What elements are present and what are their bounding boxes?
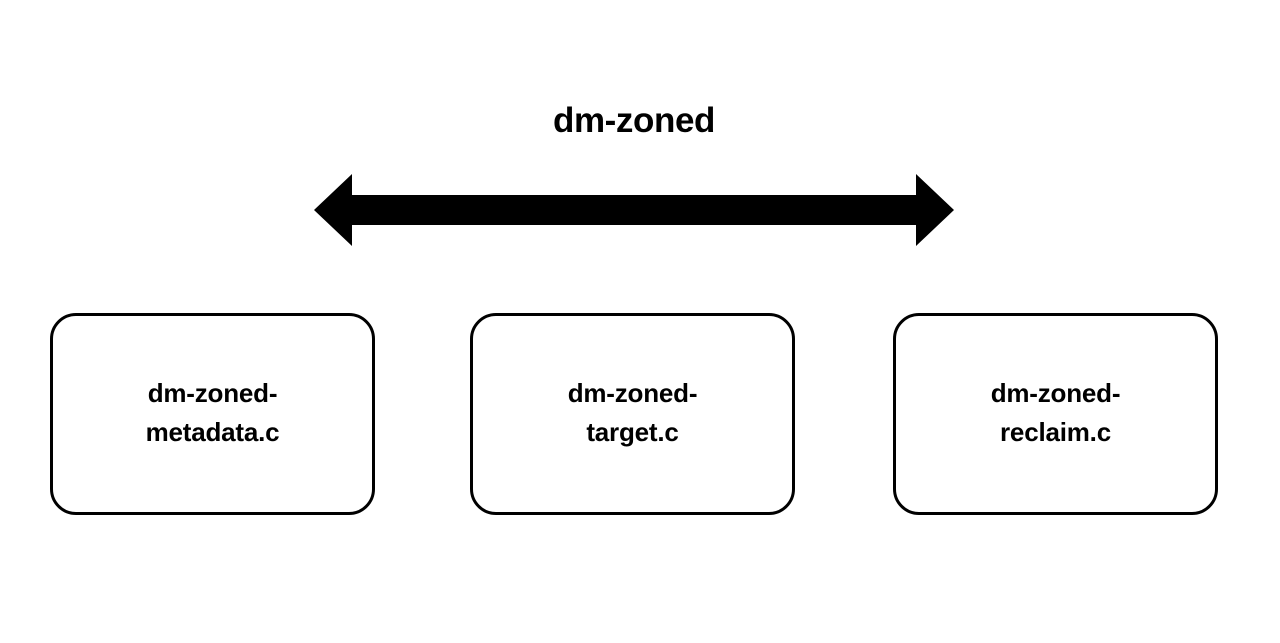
box-dm-zoned-target-c[interactable]: dm-zoned- target.c <box>470 313 795 515</box>
diagram-title: dm-zoned <box>552 101 716 140</box>
dm-zoned-scope-arrow <box>314 170 954 250</box>
box-label-dm-zoned-reclaim-c: dm-zoned- reclaim.c <box>990 378 1121 447</box>
box-dm-zoned-metadata-c[interactable]: dm-zoned- metadata.c <box>50 313 375 515</box>
box-label-dm-zoned-target-c: dm-zoned- target.c <box>567 378 698 447</box>
box-label-dm-zoned-metadata-c: dm-zoned- metadata.c <box>145 378 280 447</box>
box-dm-zoned-reclaim-c[interactable]: dm-zoned- reclaim.c <box>893 313 1218 515</box>
double-arrow-shape <box>314 174 954 246</box>
source-file-box-row: dm-zoned- metadata.c dm-zoned- target.c … <box>0 313 1280 517</box>
